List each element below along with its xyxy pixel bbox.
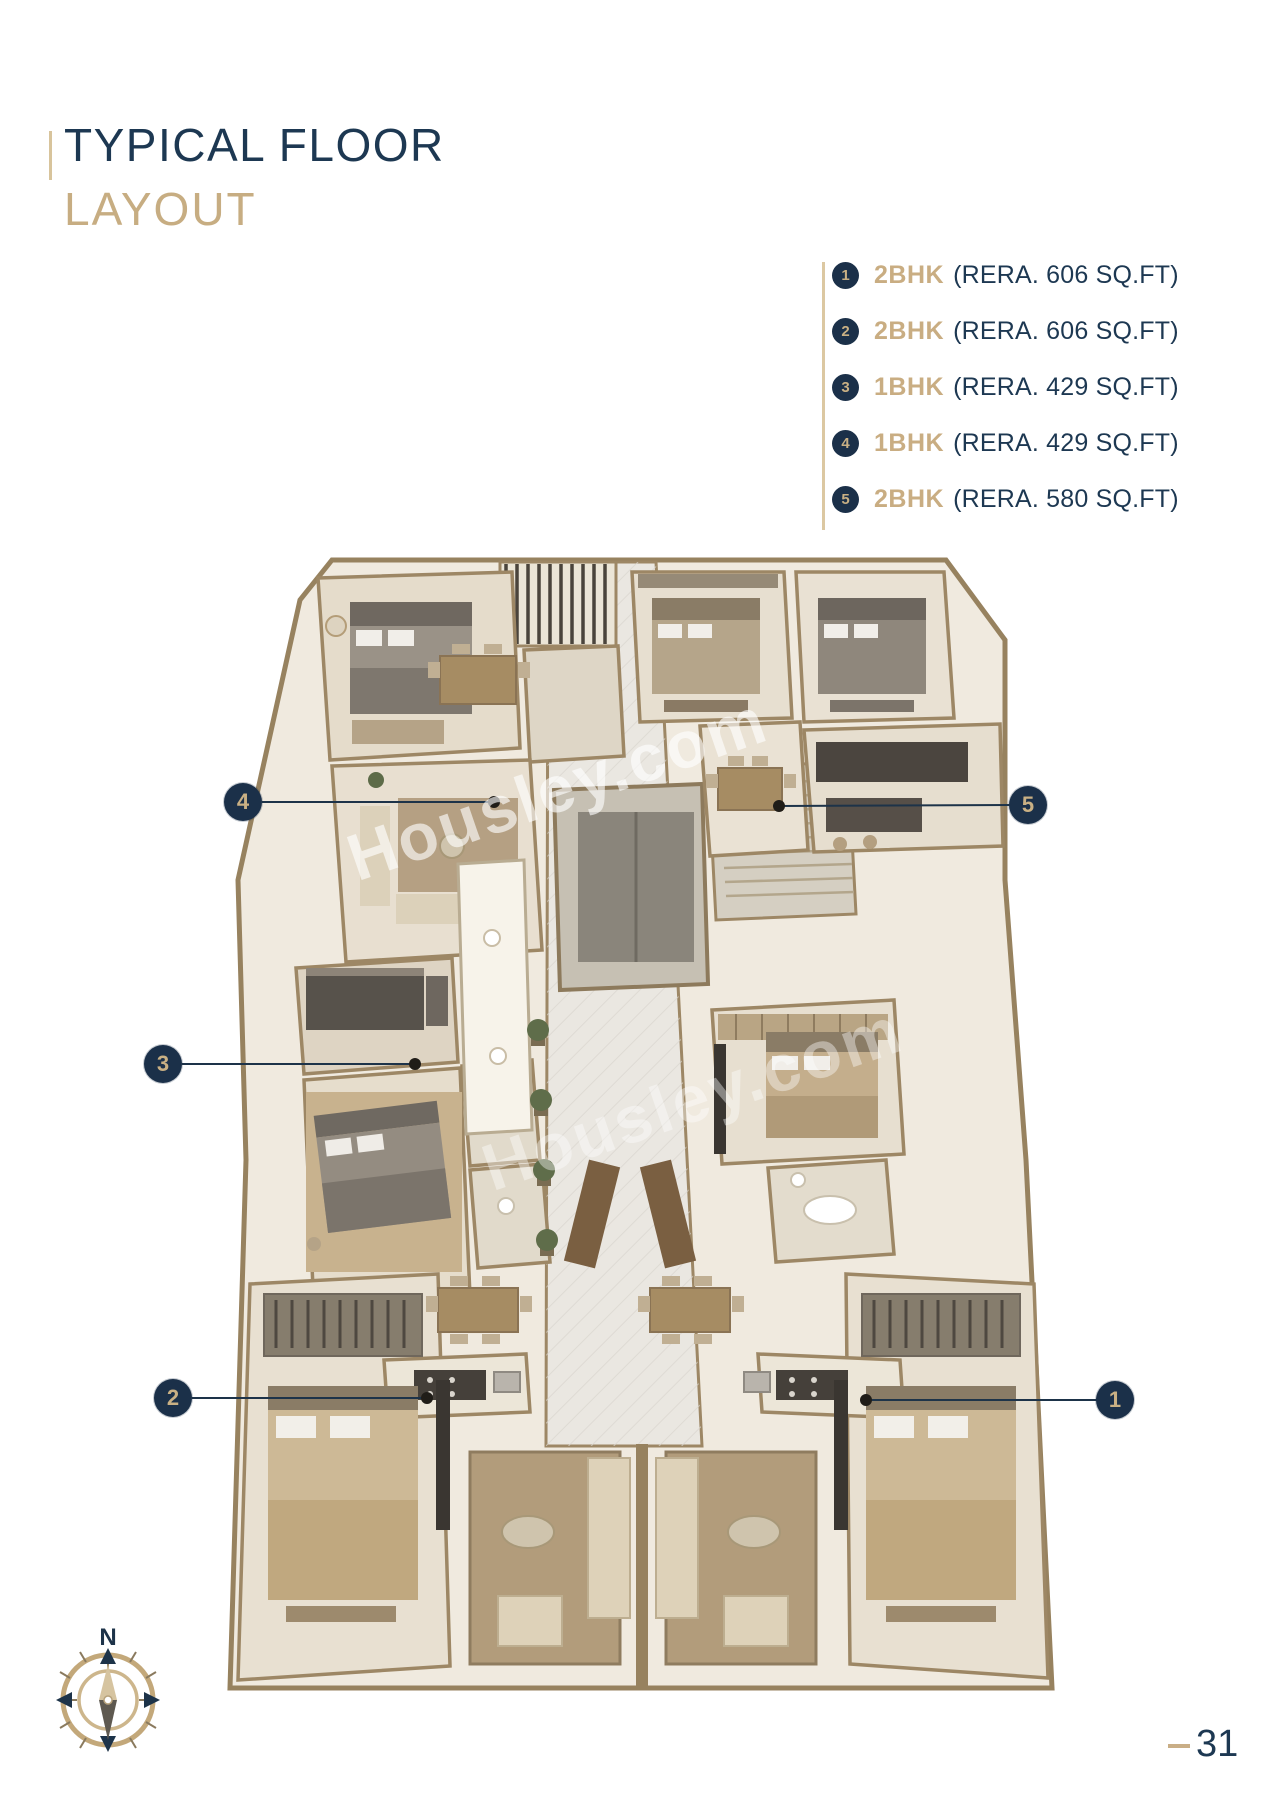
unit1-bedroom-furniture (714, 1014, 888, 1154)
dining-bottom (426, 1276, 744, 1344)
legend-unit-type: 2BHK (874, 261, 945, 289)
legend-item-1: 1 2BHK (RERA. 606 SQ.FT) (832, 261, 1179, 289)
page-number-dash (1168, 1744, 1190, 1748)
legend-unit-area: (RERA. 580 SQ.FT) (953, 485, 1179, 513)
legend-unit-area: (RERA. 606 SQ.FT) (953, 261, 1179, 289)
legend-unit-type: 2BHK (874, 485, 945, 513)
bedroom-topright-furniture (818, 598, 926, 712)
corridor-planters (527, 1019, 558, 1256)
legend-number-badge: 4 (832, 430, 859, 457)
elevator-core (551, 781, 711, 993)
legend-number-badge: 5 (832, 486, 859, 513)
dining-unit5 (706, 756, 796, 811)
lobby-doors (563, 1159, 697, 1269)
legend-number-badge: 3 (832, 374, 859, 401)
compass-icon: N (56, 1624, 160, 1752)
kitchen-unit5 (816, 742, 968, 851)
page-number: 31 (1196, 1723, 1239, 1765)
bedroom-bottomright-furniture (834, 1293, 1021, 1622)
callout-leader-lines (182, 801, 1097, 1401)
legend-item-3: 3 1BHK (RERA. 429 SQ.FT) (832, 373, 1179, 401)
bedroom-topmiddle-furniture (638, 574, 778, 712)
living-rooms-bottom (468, 1444, 818, 1690)
callout-marker-4: 4 (224, 783, 262, 821)
island-counter (456, 858, 534, 1136)
legend-unit-area: (RERA. 606 SQ.FT) (953, 317, 1179, 345)
louver-wall (498, 560, 618, 648)
svg-text:N: N (99, 1624, 116, 1651)
legend-unit-type: 1BHK (874, 429, 945, 457)
legend-item-4: 4 1BHK (RERA. 429 SQ.FT) (832, 429, 1179, 457)
bedroom-bottomleft-furniture (263, 1293, 450, 1622)
unit-legend: 1 2BHK (RERA. 606 SQ.FT) 2 2BHK (RERA. 6… (832, 261, 1179, 542)
page-subtitle: LAYOUT (64, 183, 257, 235)
unit3-furniture (306, 968, 462, 1272)
legend-number-badge: 2 (832, 318, 859, 345)
title-accent-bar (49, 131, 52, 180)
legend-item-2: 2 2BHK (RERA. 606 SQ.FT) (832, 317, 1179, 345)
legend-accent-line (822, 262, 825, 530)
legend-unit-type: 2BHK (874, 317, 945, 345)
legend-number-badge: 1 (832, 262, 859, 289)
callout-marker-5: 5 (1009, 786, 1047, 824)
callout-dots (409, 796, 872, 1406)
callout-marker-2: 2 (154, 1379, 192, 1417)
legend-unit-area: (RERA. 429 SQ.FT) (953, 429, 1179, 457)
legend-item-5: 5 2BHK (RERA. 580 SQ.FT) (832, 485, 1179, 513)
page-title: TYPICAL FLOOR (64, 119, 445, 171)
legend-unit-type: 1BHK (874, 373, 945, 401)
callout-marker-3: 3 (144, 1045, 182, 1083)
callout-marker-1: 1 (1096, 1381, 1134, 1419)
legend-unit-area: (RERA. 429 SQ.FT) (953, 373, 1179, 401)
